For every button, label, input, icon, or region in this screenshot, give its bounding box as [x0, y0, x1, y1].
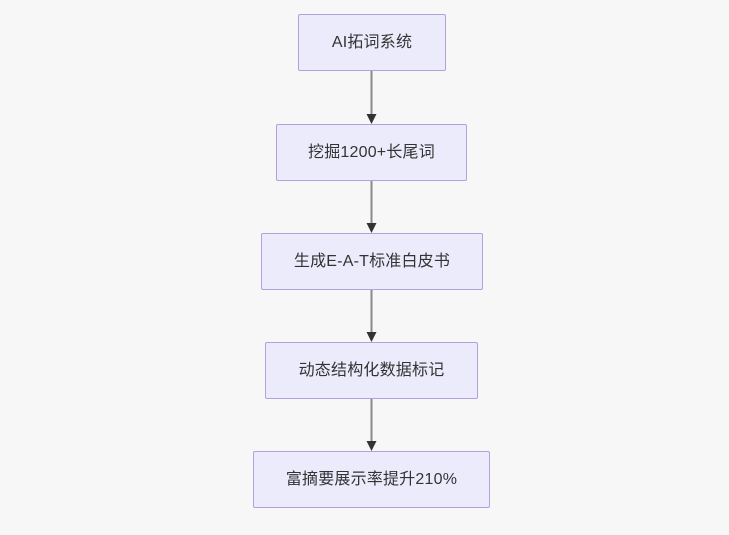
- edge-node-4-to-node-5: [366, 399, 377, 451]
- flow-node-ai-keyword-system[interactable]: AI拓词系统: [298, 14, 446, 71]
- flow-node-generate-eat-whitepaper[interactable]: 生成E-A-T标准白皮书: [261, 233, 483, 290]
- flow-node-label: 挖掘1200+长尾词: [308, 143, 435, 161]
- flow-node-rich-snippet-rate-increase[interactable]: 富摘要展示率提升210%: [253, 451, 490, 508]
- edge-node-3-to-node-4: [366, 290, 377, 342]
- edge-node-2-to-node-3: [366, 181, 377, 233]
- flow-node-label: 动态结构化数据标记: [298, 361, 445, 379]
- flow-node-label: 生成E-A-T标准白皮书: [293, 252, 451, 270]
- flow-node-label: 富摘要展示率提升210%: [285, 470, 458, 488]
- flow-node-mine-longtail-keywords[interactable]: 挖掘1200+长尾词: [276, 124, 467, 181]
- edge-node-1-to-node-2: [366, 71, 377, 124]
- flow-node-label: AI拓词系统: [331, 33, 413, 51]
- flow-node-dynamic-structured-data-markup[interactable]: 动态结构化数据标记: [265, 342, 478, 399]
